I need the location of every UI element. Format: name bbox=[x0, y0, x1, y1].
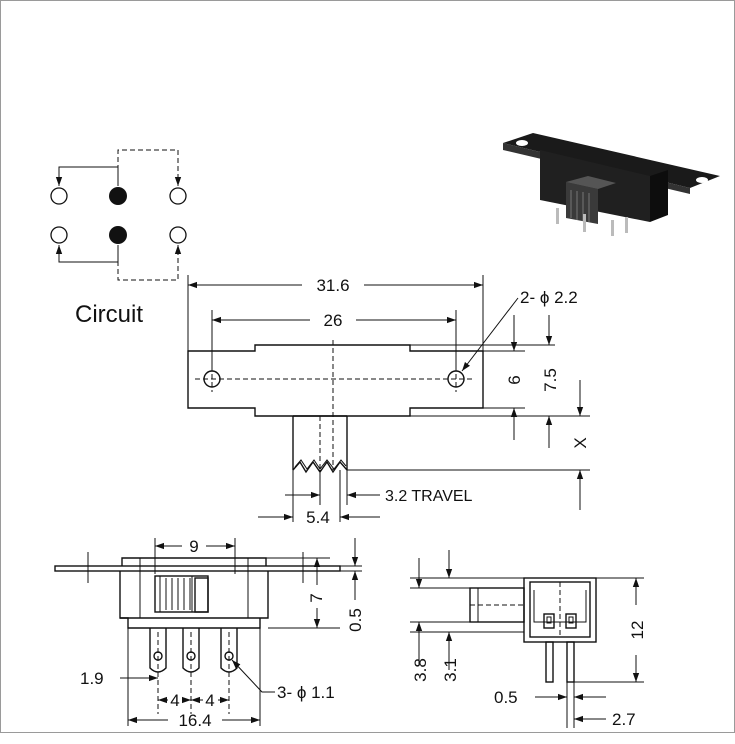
dim-height-inner: 6 bbox=[505, 375, 524, 384]
dim-mount-holes: 2- ϕ 2.2 bbox=[520, 288, 578, 307]
dim-overall-length: 31.6 bbox=[316, 276, 349, 295]
dim-b: 3.1 bbox=[441, 658, 460, 682]
dim-a: 3.8 bbox=[411, 658, 430, 682]
dim-pin-pitch-left: 4 bbox=[170, 691, 179, 710]
terminal-open bbox=[169, 226, 187, 244]
side-view: 12 3.8 3.1 0.5 2.7 bbox=[410, 550, 647, 729]
dim-pin-spacing: 2.7 bbox=[612, 710, 636, 729]
dim-body-length: 16.4 bbox=[178, 711, 211, 730]
top-view: 31.6 26 2- ϕ 2.2 6 7.5 X 3.2 TRAVEL bbox=[187, 275, 590, 527]
front-view: 9 7 0.5 1.9 4 4 3- ϕ 1.1 16.4 bbox=[54, 537, 365, 730]
circuit-label: Circuit bbox=[75, 301, 143, 328]
dim-travel: 3.2 TRAVEL bbox=[385, 488, 473, 505]
dim-body-height: 7 bbox=[307, 593, 326, 602]
dim-actuator-extension: X bbox=[571, 437, 590, 448]
terminal-open bbox=[169, 187, 187, 205]
dim-actuator-width: 5.4 bbox=[306, 508, 330, 527]
dim-hole-spacing: 26 bbox=[324, 311, 343, 330]
terminal-open bbox=[50, 187, 68, 205]
dim-height-outer: 7.5 bbox=[541, 368, 560, 392]
dim-pin-offset: 1.9 bbox=[80, 669, 104, 688]
terminal-open bbox=[50, 226, 68, 244]
dim-flange-thickness: 0.5 bbox=[346, 608, 365, 632]
terminal-common bbox=[109, 187, 127, 205]
circuit-diagram: Circuit bbox=[50, 149, 187, 328]
dim-pin-holes: 3- ϕ 1.1 bbox=[277, 683, 335, 702]
dim-pin-thickness: 0.5 bbox=[494, 688, 518, 707]
dim-pin-pitch-right: 4 bbox=[205, 691, 214, 710]
dim-overall-height: 12 bbox=[628, 621, 647, 640]
dim-actuator-span: 9 bbox=[189, 537, 198, 556]
product-photo bbox=[503, 133, 720, 236]
terminal-common bbox=[109, 226, 127, 244]
